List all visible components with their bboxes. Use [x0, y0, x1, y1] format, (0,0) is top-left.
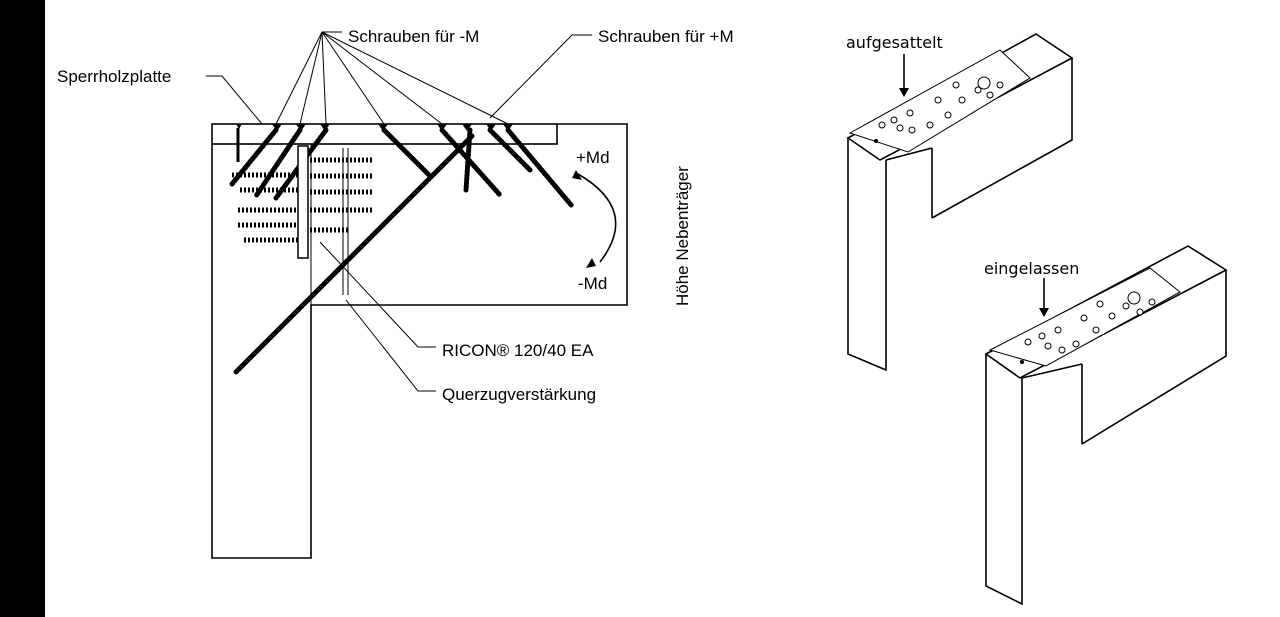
- label-plywood: Sperrholzplatte: [57, 67, 171, 86]
- isometric-recessed: [984, 245, 1228, 606]
- plate-holes-mounted: [878, 76, 1004, 134]
- label-reinforcement: Querzugverstärkung: [442, 385, 596, 404]
- label-moment-minus: -Md: [578, 274, 607, 293]
- label-screws-plus: Schrauben für +M: [598, 27, 734, 46]
- left-edge-bar: [0, 0, 45, 617]
- label-screws-minus: Schrauben für -M: [348, 27, 479, 46]
- label-mounted: aufgesattelt: [846, 33, 943, 52]
- plate-holes-recessed: [1024, 291, 1156, 354]
- label-ricon: RICON® 120/40 EA: [442, 341, 594, 360]
- label-recessed: eingelassen: [984, 259, 1079, 278]
- label-height: Höhe Nebenträger: [673, 166, 692, 306]
- isometric-mounted: [846, 33, 1074, 372]
- section-drawing: [206, 31, 628, 559]
- label-moment-plus: +Md: [576, 148, 610, 167]
